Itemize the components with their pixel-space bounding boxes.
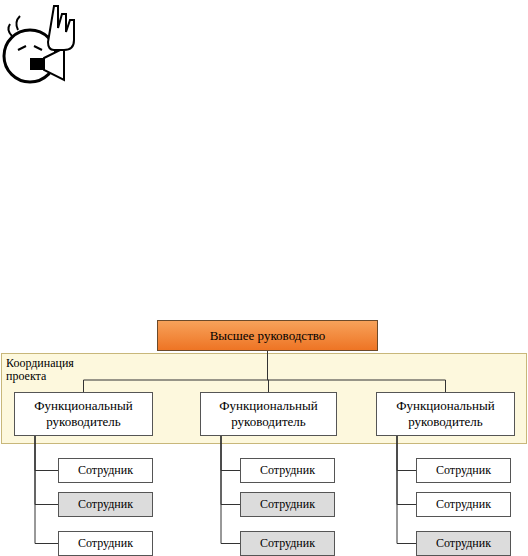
node-label: Сотрудник [436, 463, 491, 477]
node-label: Сотрудник [260, 536, 315, 550]
connector-line [35, 436, 58, 505]
connector-line [268, 351, 269, 392]
connector-line [221, 436, 240, 505]
employee-box: Сотрудник [58, 531, 153, 556]
employee-box: Сотрудник [58, 492, 153, 517]
connector-line [221, 436, 240, 471]
connector-line [35, 436, 58, 544]
employee-box: Сотрудник [240, 531, 335, 556]
node-label: Сотрудник [260, 497, 315, 511]
connector-line [84, 351, 268, 392]
node-label: Сотрудник [78, 497, 133, 511]
employee-box: Сотрудник [416, 458, 511, 483]
employee-box: Сотрудник [58, 458, 153, 483]
connector-line [35, 436, 58, 471]
employee-box: Сотрудник [240, 492, 335, 517]
node-label: Сотрудник [260, 463, 315, 477]
node-label: Функциональный руководитель [377, 398, 514, 429]
node-label: Сотрудник [78, 536, 133, 550]
connector-line [397, 436, 416, 544]
manager-box: Функциональный руководитель [200, 392, 337, 436]
node-label: Функциональный руководитель [15, 398, 152, 429]
node-label: Сотрудник [436, 497, 491, 511]
manager-box: Функциональный руководитель [376, 392, 515, 436]
coordination-band: Координация проектаФункциональный руково… [1, 353, 527, 444]
connector-line [268, 351, 446, 392]
manager-box: Функциональный руководитель [14, 392, 153, 436]
connector-line [397, 436, 416, 471]
connector-line [221, 436, 240, 544]
node-label: Сотрудник [78, 463, 133, 477]
speaker-icon [0, 0, 96, 96]
node-label: Сотрудник [436, 536, 491, 550]
employee-box: Сотрудник [240, 458, 335, 483]
node-label: Высшее руководство [210, 328, 326, 344]
band-title: Координация проекта [6, 357, 101, 383]
employee-box: Сотрудник [416, 492, 511, 517]
employee-box: Сотрудник [416, 531, 511, 556]
node-label: Функциональный руководитель [201, 398, 336, 429]
connector-line [397, 436, 416, 505]
top-management-box: Высшее руководство [157, 320, 378, 351]
